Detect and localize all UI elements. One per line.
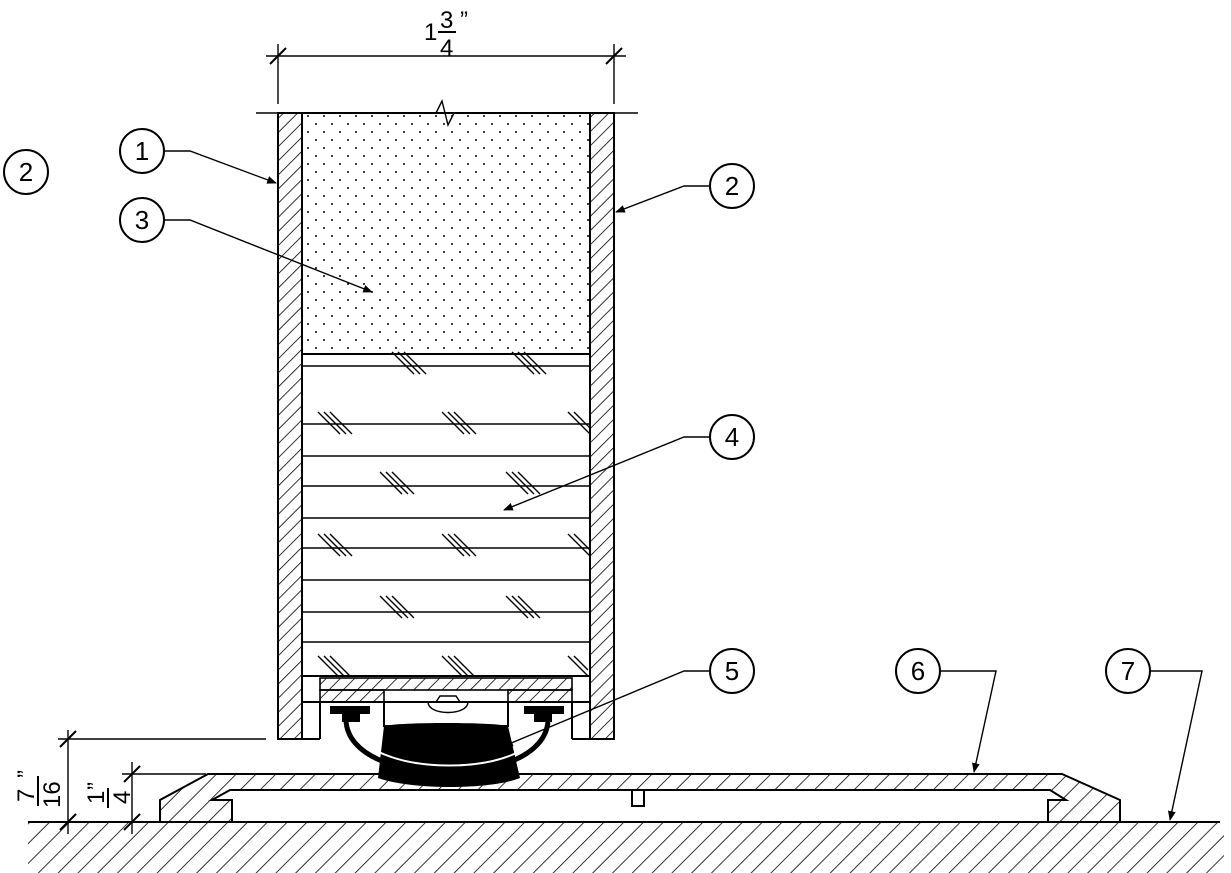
threshold-dimension-denominator: 4 [109,791,136,804]
svg-text:5: 5 [725,656,739,686]
svg-text:2: 2 [19,157,33,187]
callout-4: 4 [503,414,755,511]
callout-5: 5 [503,648,755,747]
gap-dimension-denominator: 16 [39,781,66,808]
gap-dimension-numerator: 7 [13,789,40,802]
gap-dimension-unit: ” [13,770,40,778]
callout-1: 1 [119,128,277,184]
width-dimension-unit: ” [460,7,468,34]
door-skin-left [277,112,303,740]
svg-text:1: 1 [135,136,149,166]
svg-text:6: 6 [911,656,925,686]
width-dimension: 1 3 4 ” [266,7,626,104]
threshold-height-dimension: 1 4 ” [83,762,206,834]
callout-6: 6 [895,648,997,773]
floor-substrate [28,821,1224,873]
door-bottom-rail [301,675,591,740]
door-core-infill [301,112,591,355]
width-dimension-whole: 1 [424,19,437,46]
threshold-dimension-numerator: 1 [83,791,110,804]
svg-text:7: 7 [1121,656,1135,686]
svg-text:3: 3 [135,205,149,235]
threshold [159,773,1121,823]
callout-2-left: 2 [3,149,49,195]
callout-7: 7 [1105,648,1203,821]
gap-dimension: 7 16 ” [13,730,266,834]
svg-text:2: 2 [725,171,739,201]
svg-text:4: 4 [725,422,739,452]
width-dimension-denominator: 4 [440,35,453,62]
callout-3: 3 [119,197,373,293]
callout-2: 2 [615,163,755,213]
glass-lite [301,351,591,677]
door-sweep-seal [343,719,551,787]
width-dimension-numerator: 3 [440,7,453,34]
door-skin-right [589,112,615,740]
threshold-dimension-unit: ” [83,782,110,790]
